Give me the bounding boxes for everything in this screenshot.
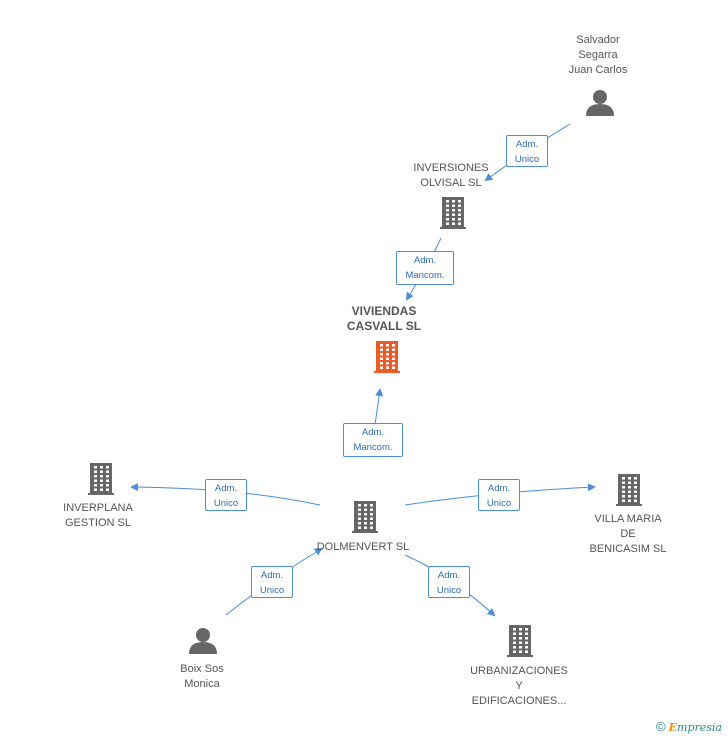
node-label-line: CASVALL SL: [346, 319, 422, 333]
node-label-line: URBANIZACIONES: [470, 665, 568, 677]
node-label-line: VILLA MARIA: [594, 513, 662, 525]
node-label-dolmenvert[interactable]: DOLMENVERT SL: [308, 540, 418, 555]
node-label-line: DE: [620, 528, 636, 540]
node-label-line: OLVISAL SL: [420, 177, 482, 189]
node-label-line: INVERPLANA: [63, 502, 133, 514]
edge-badge-salvador-inversiones[interactable]: Adm. Unico: [506, 135, 548, 167]
node-label-viviendas[interactable]: VIVIENDAS CASVALL SL: [333, 304, 435, 334]
node-label-line: Boix Sos: [180, 663, 224, 675]
badge-line: Adm.: [413, 255, 437, 266]
node-label-line: EDIFICACIONES...: [471, 695, 567, 707]
node-label-inverplana[interactable]: INVERPLANA GESTION SL: [48, 501, 148, 531]
node-inverplana-building-icon[interactable]: [88, 463, 114, 495]
badge-line: Unico: [213, 498, 239, 509]
node-label-line: VIVIENDAS: [351, 304, 417, 318]
node-urbanizaciones-building-icon[interactable]: [507, 625, 533, 657]
node-label-line: Salvador: [576, 34, 620, 46]
badge-line: Mancom.: [353, 442, 393, 453]
node-label-line: Y: [515, 680, 523, 692]
copyright-icon: ©: [655, 719, 666, 734]
badge-line: Unico: [486, 498, 512, 509]
node-label-line: Juan Carlos: [568, 64, 628, 76]
badge-line: Adm.: [361, 427, 385, 438]
node-label-line: DOLMENVERT SL: [316, 541, 410, 553]
node-label-line: INVERSIONES: [413, 162, 489, 174]
brand-name: Empresia: [668, 721, 722, 734]
icons-layer: [88, 90, 642, 657]
edge-badge-dolmenvert-inverplana[interactable]: Adm. Unico: [205, 479, 247, 511]
node-label-line: GESTION SL: [64, 517, 132, 529]
node-salvador-person-icon[interactable]: [586, 90, 614, 116]
badge-line: Adm.: [437, 570, 461, 581]
node-label-inversiones[interactable]: INVERSIONES OLVISAL SL: [401, 161, 501, 191]
node-label-villa[interactable]: VILLA MARIA DE BENICASIM SL: [578, 512, 678, 557]
badge-line: Mancom.: [405, 270, 445, 281]
node-label-boix[interactable]: Boix Sos Monica: [152, 662, 252, 692]
edge-badge-dolmenvert-viviendas[interactable]: Adm. Mancom.: [343, 423, 403, 457]
node-dolmenvert-building-icon[interactable]: [352, 501, 378, 533]
edge-badge-boix-dolmenvert[interactable]: Adm. Unico: [251, 566, 293, 598]
badge-line: Unico: [259, 585, 285, 596]
node-label-urbanizaciones[interactable]: URBANIZACIONES Y EDIFICACIONES...: [462, 664, 576, 709]
node-viviendas-building-icon[interactable]: [374, 341, 400, 373]
node-label-salvador[interactable]: Salvador Segarra Juan Carlos: [548, 33, 648, 78]
badge-line: Adm.: [260, 570, 284, 581]
node-label-line: BENICASIM SL: [589, 543, 667, 555]
node-label-line: Segarra: [578, 49, 618, 61]
node-inversiones-building-icon[interactable]: [440, 197, 466, 229]
badge-line: Adm.: [487, 483, 511, 494]
edge-badge-dolmenvert-villa[interactable]: Adm. Unico: [478, 479, 520, 511]
edge-badge-inversiones-viviendas[interactable]: Adm. Mancom.: [396, 251, 454, 285]
badge-line: Unico: [436, 585, 462, 596]
badge-line: Adm.: [515, 139, 539, 150]
node-boix-person-icon[interactable]: [189, 628, 217, 654]
node-villa-building-icon[interactable]: [616, 474, 642, 506]
node-label-line: Monica: [184, 678, 220, 690]
edge-badge-dolmenvert-urbanizaciones[interactable]: Adm. Unico: [428, 566, 470, 598]
brand-footer[interactable]: © Empresia: [656, 719, 722, 734]
edge-dolmenvert-viviendas: [374, 388, 384, 426]
badge-line: Unico: [514, 154, 540, 165]
badge-line: Adm.: [214, 483, 238, 494]
